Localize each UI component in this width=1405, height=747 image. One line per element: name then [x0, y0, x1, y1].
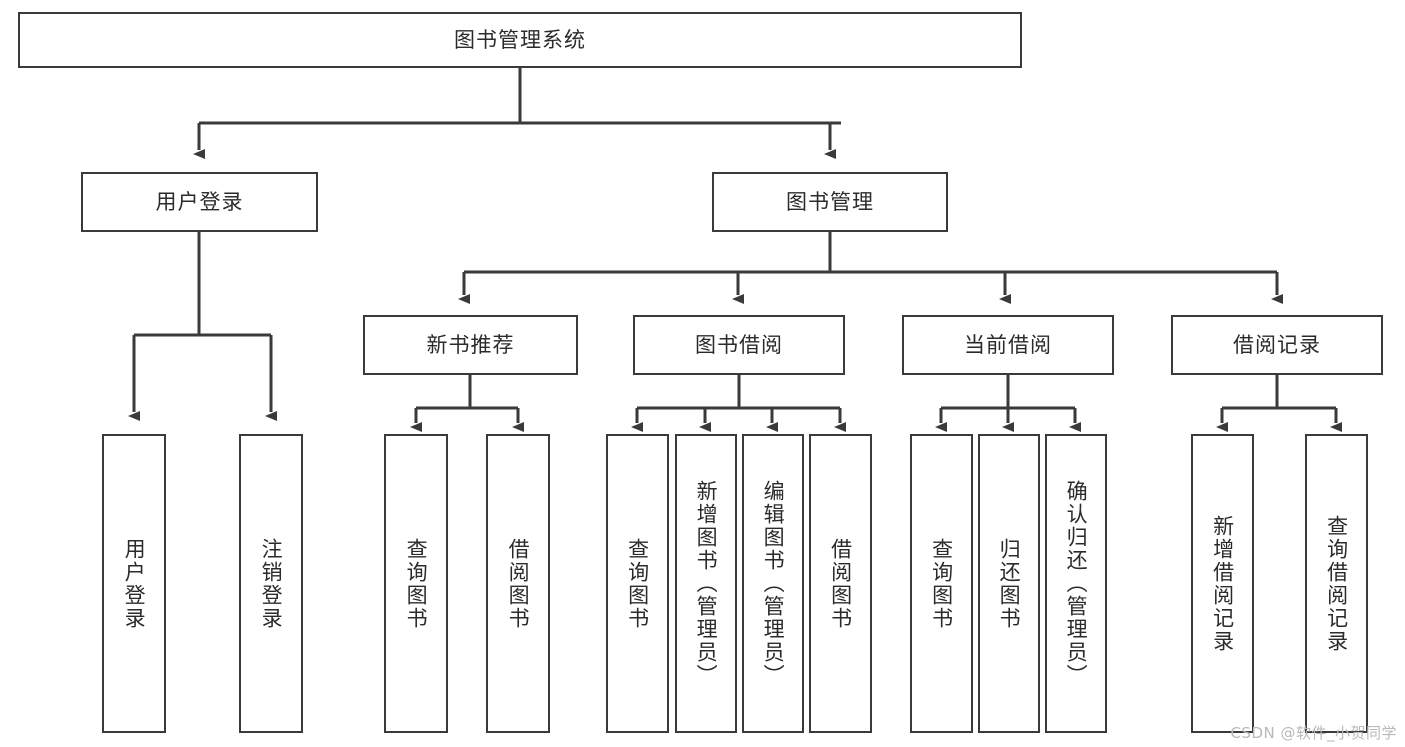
node-leaf-query-book-2[interactable]: 查询图书 — [606, 434, 669, 733]
node-leaf-query-book-3-label: 查询图书 — [929, 537, 954, 630]
node-leaf-add-record-label: 新增借阅记录 — [1210, 514, 1235, 653]
node-new-book-recommend-label: 新书推荐 — [426, 332, 515, 357]
node-borrow-record[interactable]: 借阅记录 — [1171, 315, 1383, 375]
node-leaf-confirm-return[interactable]: 确认归还（管理员） — [1045, 434, 1107, 733]
node-root[interactable]: 图书管理系统 — [18, 12, 1022, 68]
node-leaf-return-book-label: 归还图书 — [997, 537, 1022, 630]
node-leaf-borrow-book-1-label: 借阅图书 — [506, 537, 531, 630]
node-leaf-query-record[interactable]: 查询借阅记录 — [1305, 434, 1368, 733]
node-leaf-user-login-label: 用户登录 — [122, 537, 147, 630]
node-leaf-edit-book-label: 编辑图书（管理员） — [761, 480, 786, 687]
node-leaf-borrow-book-2[interactable]: 借阅图书 — [809, 434, 872, 733]
node-root-label: 图书管理系统 — [454, 27, 586, 52]
node-book-manage[interactable]: 图书管理 — [712, 172, 948, 232]
node-leaf-query-book-2-label: 查询图书 — [625, 537, 650, 630]
node-book-borrow-label: 图书借阅 — [695, 332, 783, 357]
node-leaf-borrow-book-2-label: 借阅图书 — [828, 537, 853, 630]
node-leaf-user-login[interactable]: 用户登录 — [102, 434, 166, 733]
csdn-watermark: CSDN @软件_小贺同学 — [1230, 724, 1397, 742]
node-leaf-return-book[interactable]: 归还图书 — [978, 434, 1040, 733]
node-leaf-logout-label: 注销登录 — [259, 537, 284, 630]
node-leaf-query-book-1[interactable]: 查询图书 — [384, 434, 448, 733]
node-leaf-query-book-1-label: 查询图书 — [404, 537, 429, 630]
node-new-book-recommend[interactable]: 新书推荐 — [363, 315, 578, 375]
node-book-borrow[interactable]: 图书借阅 — [633, 315, 845, 375]
node-leaf-confirm-return-label: 确认归还（管理员） — [1064, 480, 1089, 687]
node-book-manage-label: 图书管理 — [786, 189, 874, 214]
node-borrow-record-label: 借阅记录 — [1233, 332, 1321, 357]
node-leaf-add-book[interactable]: 新增图书（管理员） — [675, 434, 737, 733]
node-user-login-label: 用户登录 — [155, 189, 244, 214]
node-leaf-add-book-label: 新增图书（管理员） — [694, 480, 719, 687]
node-leaf-query-record-label: 查询借阅记录 — [1324, 514, 1349, 653]
node-current-borrow-label: 当前借阅 — [964, 332, 1052, 357]
node-leaf-query-book-3[interactable]: 查询图书 — [910, 434, 973, 733]
node-current-borrow[interactable]: 当前借阅 — [902, 315, 1114, 375]
node-leaf-add-record[interactable]: 新增借阅记录 — [1191, 434, 1254, 733]
node-leaf-logout[interactable]: 注销登录 — [239, 434, 303, 733]
node-user-login[interactable]: 用户登录 — [81, 172, 318, 232]
node-leaf-borrow-book-1[interactable]: 借阅图书 — [486, 434, 550, 733]
node-leaf-edit-book[interactable]: 编辑图书（管理员） — [742, 434, 804, 733]
